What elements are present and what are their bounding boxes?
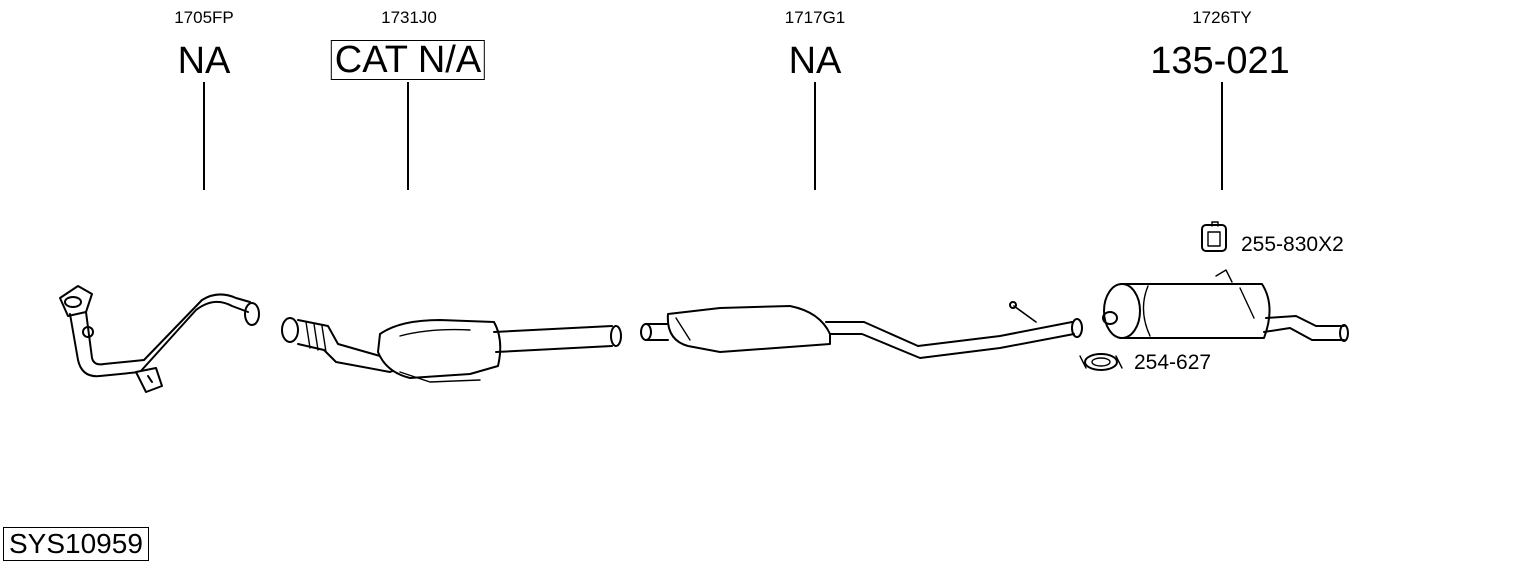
part-code-center-silencer: 1717G1	[784, 8, 846, 27]
rear-silencer-part	[1102, 269, 1349, 342]
rubber-hanger-icon	[1201, 221, 1227, 252]
part-code-front-pipe: 1705FP	[174, 8, 234, 27]
part-code-rear-silencer: 1726TY	[1192, 8, 1252, 27]
leader-line-rear-silencer	[1221, 82, 1223, 190]
center-silencer-part	[640, 301, 1083, 359]
system-id-label: SYS10959	[3, 527, 149, 561]
leader-line-front-pipe	[203, 82, 205, 190]
catalyst-part	[281, 317, 622, 383]
accessory-label-clamp: 254-627	[1134, 351, 1212, 374]
leader-line-catalyst	[407, 82, 409, 190]
part-ref-center-silencer: NA	[788, 40, 842, 82]
part-ref-catalyst: CAT N/A	[330, 40, 486, 80]
leader-line-center-silencer	[814, 82, 816, 190]
front-pipe-part	[59, 285, 260, 393]
accessory-label-hanger: 255-830X2	[1241, 233, 1344, 256]
part-ref-rear-silencer: 135-021	[1150, 40, 1290, 82]
clamp-icon	[1079, 353, 1123, 371]
part-code-catalyst: 1731J0	[381, 8, 437, 27]
part-ref-front-pipe: NA	[177, 40, 231, 82]
